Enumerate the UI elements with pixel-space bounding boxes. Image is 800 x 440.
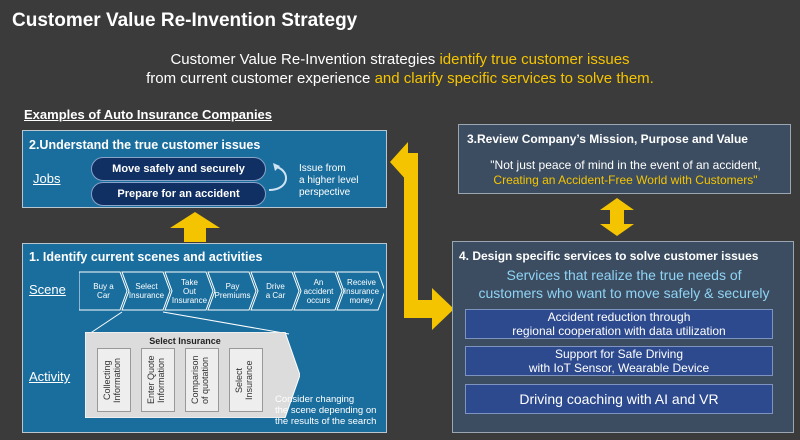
activity-item-box: [141, 348, 175, 412]
scene-activity-connector: [88, 311, 290, 335]
scene-chevron: [164, 271, 214, 311]
step3-panel: 3.Review Company’s Mission, Purpose and …: [458, 124, 791, 194]
scene-chevron: [121, 271, 171, 311]
scene-chevron: [207, 271, 257, 311]
service-3-line1: Driving coaching with AI and VR: [519, 391, 719, 407]
activity-item-box: [185, 348, 219, 412]
flow-arrow-icon: [390, 142, 454, 330]
job-pill-prepare-accident: Prepare for an accident: [91, 182, 266, 206]
up-arrow-icon: [170, 212, 220, 242]
step3-quote-line2: Creating an Accident-Free World with Cus…: [493, 173, 758, 187]
service-2-line1: Support for Safe Driving: [554, 347, 684, 361]
service-1-line1: Accident reduction through: [547, 310, 691, 324]
service-safe-driving-support: Support for Safe Driving with IoT Sensor…: [465, 346, 773, 376]
step1-panel: 1. Identify current scenes and activitie…: [22, 243, 387, 433]
step1-note-line2: the scene depending on: [275, 405, 377, 416]
page-title: Customer Value Re-Invention Strategy: [12, 10, 358, 31]
step2-title: 2.Understand the true customer issues: [29, 138, 261, 152]
step1-title: 1. Identify current scenes and activitie…: [29, 250, 263, 264]
scene-label: Scene: [29, 282, 66, 297]
step4-title: 4. Design specific services to solve cus…: [459, 249, 759, 263]
step3-quote-line1: "Not just peace of mind in the event of …: [490, 158, 761, 172]
step2-note-line1: Issue from: [299, 163, 346, 174]
activity-label: Activity: [29, 369, 71, 384]
examples-label: Examples of Auto Insurance Companies: [24, 107, 273, 122]
jobs-label: Jobs: [33, 171, 61, 186]
subtitle-line2-plain: from current customer experience: [146, 70, 375, 87]
curved-up-arrow-icon: [268, 163, 287, 191]
service-1-line2: regional cooperation with data utilizati…: [512, 324, 726, 338]
step4-lead-line2: customers who want to move safely & secu…: [478, 285, 770, 301]
step2-panel: 2.Understand the true customer issues Jo…: [22, 130, 387, 208]
step3-quote: "Not just peace of mind in the event of …: [459, 158, 792, 188]
step2-note-line2: a higher level: [299, 175, 359, 186]
scene-chevron: [293, 271, 343, 311]
step4-lead-line1: Services that realize the true needs of: [506, 267, 742, 283]
service-2-line2: with IoT Sensor, Wearable Device: [528, 361, 710, 375]
activity-item-box: [97, 348, 131, 412]
step4-lead: Services that realize the true needs of …: [453, 266, 795, 302]
job-pill-move-safely: Move safely and securely: [91, 157, 266, 181]
activity-item-box: [229, 348, 263, 412]
scene-chevrons: [79, 271, 384, 311]
page-subtitle: Customer Value Re-Invention strategies i…: [0, 50, 800, 88]
scene-chevron: [336, 271, 384, 311]
step3-title: 3.Review Company’s Mission, Purpose and …: [467, 132, 748, 146]
subtitle-line1-highlight: identify true customer issues: [439, 51, 630, 68]
step1-note-line3: the results of the search: [275, 416, 377, 427]
subtitle-line2-highlight: and clarify specific services to solve t…: [374, 70, 654, 87]
scene-chevron: [250, 271, 300, 311]
service-accident-reduction: Accident reduction through regional coop…: [465, 309, 773, 339]
scene-chevron: [79, 271, 128, 311]
activity-header: Select Insurance: [149, 336, 221, 346]
step1-note-line1: Consider changing: [275, 394, 355, 405]
step2-note-line3: perspective: [299, 187, 351, 198]
subtitle-line1-plain: Customer Value Re-Invention strategies: [170, 51, 440, 68]
step1-note: Consider changing the scene depending on…: [275, 394, 376, 427]
step2-note: Issue from a higher level perspective: [299, 163, 358, 199]
double-arrow-icon: [600, 198, 634, 236]
step4-panel: 4. Design specific services to solve cus…: [452, 241, 794, 433]
service-driving-coaching: Driving coaching with AI and VR: [465, 384, 773, 414]
